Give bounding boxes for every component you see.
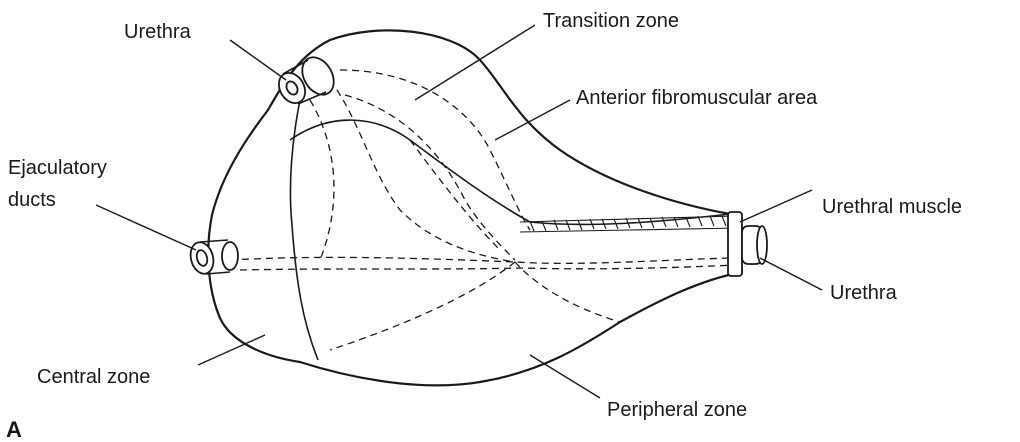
label-ducts: ducts	[8, 189, 56, 211]
label-urethra-top: Urethra	[124, 21, 192, 43]
panel-label: A	[6, 417, 22, 442]
leader-ejaculatory-ducts	[96, 205, 196, 250]
leader-urethra-top	[230, 40, 286, 80]
label-peripheral-zone: Peripheral zone	[607, 399, 747, 421]
label-transition-zone: Transition zone	[543, 10, 679, 32]
label-anterior-fibromuscular-area: Anterior fibromuscular area	[576, 87, 818, 109]
label-urethra-right: Urethra	[830, 282, 898, 304]
prostate-gland-illustration	[187, 30, 767, 385]
leader-urethra-right	[760, 258, 822, 290]
label-central-zone: Central zone	[37, 366, 150, 388]
urethral-muscle-ring	[728, 212, 767, 276]
label-ejaculatory: Ejaculatory	[8, 157, 107, 179]
leader-urethral-muscle	[740, 190, 812, 222]
leader-peripheral-zone	[530, 355, 600, 398]
label-urethral-muscle: Urethral muscle	[822, 196, 962, 218]
